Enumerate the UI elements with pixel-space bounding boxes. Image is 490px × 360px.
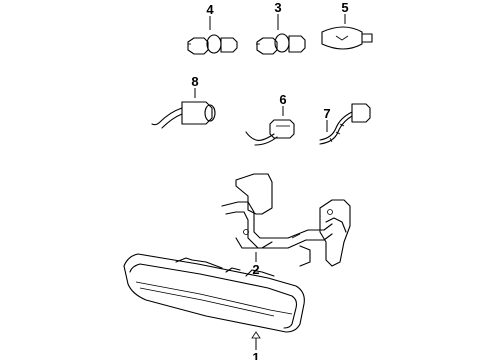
pigtail-part-7-icon (319, 103, 371, 145)
callout-6: 6 (279, 92, 286, 107)
socket-part-6-icon (245, 106, 295, 146)
callout-8: 8 (191, 74, 198, 89)
callout-1: 1 (252, 350, 259, 360)
headlamp-part-1-icon (123, 253, 305, 350)
bulb-part-4-icon (187, 16, 238, 55)
socket-part-8-icon (151, 88, 216, 129)
bracket-part-2-icon (221, 173, 351, 267)
callout-2: 2 (252, 262, 259, 277)
bulb-part-5-icon (321, 14, 373, 50)
callout-3: 3 (274, 0, 281, 15)
bulb-part-3-icon (256, 14, 306, 55)
callout-5: 5 (341, 0, 348, 15)
callout-4: 4 (206, 2, 214, 17)
callout-7: 7 (323, 106, 330, 121)
